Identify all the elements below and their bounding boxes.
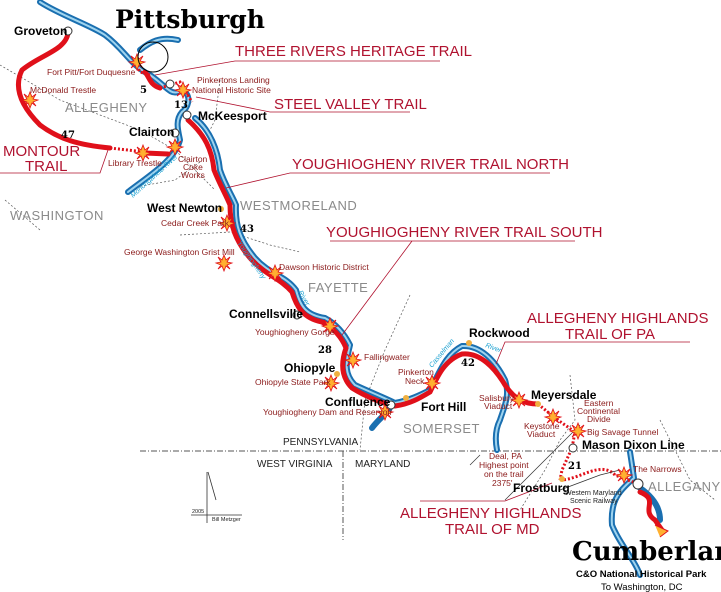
landmark-labels: Fort Pitt/Fort Duquesne McDonald Trestle… bbox=[30, 67, 682, 505]
landmark-library-trestle: Library Trestle bbox=[108, 158, 162, 168]
county-fayette: FAYETTE bbox=[308, 280, 368, 295]
mason-dixon-line-label: Mason Dixon Line bbox=[582, 438, 685, 452]
trail-yough-north: YOUGHIOGHENY RIVER TRAIL NORTH bbox=[292, 156, 569, 173]
cumberland-arrow bbox=[654, 524, 669, 538]
town-clairton: Clairton bbox=[129, 125, 174, 139]
town-confluence: Confluence bbox=[325, 395, 391, 409]
landmark-gorge: Youghiogheny Gorge bbox=[255, 327, 335, 337]
landmark-keystone-1: Keystone bbox=[524, 421, 560, 431]
compass-mark bbox=[191, 471, 242, 523]
state-west-virginia: WEST VIRGINIA bbox=[257, 459, 333, 470]
county-line bbox=[129, 79, 221, 189]
landmark-fallingwater: Fallingwater bbox=[364, 352, 410, 362]
town-ohiopyle: Ohiopyle bbox=[284, 361, 336, 375]
landmark-divide-3: Divide bbox=[587, 414, 611, 424]
river-youghiogheny: Youghiogheny bbox=[235, 240, 266, 281]
county-somerset: SOMERSET bbox=[403, 421, 480, 436]
railway-label-1: Western Maryland bbox=[565, 490, 622, 497]
main-trail-route bbox=[185, 117, 541, 409]
landmark-big-savage: Big Savage Tunnel bbox=[587, 427, 658, 437]
town-rockwood: Rockwood bbox=[469, 326, 530, 340]
landmark-divide-2: Continental bbox=[577, 406, 620, 416]
to-washington-label: To Washington, DC bbox=[601, 582, 683, 592]
mile-marker: 42 bbox=[461, 358, 475, 369]
landmark-grist-mill: George Washington Grist Mill bbox=[124, 247, 235, 257]
town-frostburg: Frostburg bbox=[513, 481, 570, 495]
co-park-label: C&O National Historical Park bbox=[576, 569, 707, 580]
county-washington: WASHINGTON bbox=[10, 208, 104, 223]
landmark-pinkerton-neck-2: Neck bbox=[405, 376, 425, 386]
landmark-deal-4: 2375' bbox=[492, 478, 513, 488]
town-labels: Groveton Clairton McKeesport West Newton… bbox=[14, 24, 685, 495]
cumberland-title: Cumberland bbox=[572, 537, 721, 567]
trail-yough-south: YOUGHIOGHENY RIVER TRAIL SOUTH bbox=[326, 224, 602, 241]
mile-marker: 21 bbox=[568, 461, 582, 472]
town-mckeesport: McKeesport bbox=[198, 109, 267, 123]
credit-author: Bill Metzger bbox=[212, 517, 241, 523]
mile-marker: 5 bbox=[140, 85, 147, 96]
trail-steel-valley: STEEL VALLEY TRAIL bbox=[274, 96, 427, 113]
trail-ah-md-line1: ALLEGHENY HIGHLANDS bbox=[400, 505, 581, 522]
county-allegheny: ALLEGHENY bbox=[65, 100, 148, 115]
landmark-fort-pitt: Fort Pitt/Fort Duquesne bbox=[47, 67, 136, 77]
boundaries bbox=[0, 64, 721, 540]
town-west-newton: West Newton bbox=[147, 201, 222, 215]
rivers bbox=[37, 0, 663, 578]
railway-label-2: Scenic Railway bbox=[570, 498, 618, 505]
landmark-keystone-2: Viaduct bbox=[527, 429, 556, 439]
landmark-salisbury-1: Salisbury bbox=[479, 393, 515, 403]
mile-marker: 13 bbox=[174, 100, 188, 111]
landmark-deal-3: on the trail bbox=[484, 469, 524, 479]
montour-trail-route bbox=[16, 30, 113, 151]
pittsburgh-title: Pittsburgh bbox=[115, 5, 265, 34]
town-groveton: Groveton bbox=[14, 24, 67, 38]
mile-marker: 47 bbox=[61, 130, 75, 141]
trail-ah-pa-line2: TRAIL OF PA bbox=[565, 326, 655, 343]
county-westmoreland: WESTMORELAND bbox=[240, 198, 357, 213]
trail-ah-pa-line1: ALLEGHENY HIGHLANDS bbox=[527, 310, 708, 327]
landmark-mcdonald-trestle: McDonald Trestle bbox=[30, 85, 96, 95]
mile-marker: 28 bbox=[318, 345, 332, 356]
county-allegany: ALLEGANY bbox=[648, 479, 721, 494]
trail-ah-md-line2: TRAIL OF MD bbox=[445, 521, 540, 538]
trail-three-rivers: THREE RIVERS HERITAGE TRAIL bbox=[235, 43, 472, 60]
state-maryland: MARYLAND bbox=[355, 459, 410, 470]
landmark-dam: Youghiogheny Dam and Reservoir bbox=[263, 407, 392, 417]
credit-year: 2005 bbox=[192, 509, 204, 515]
mile-markers: 5 13 47 43 28 42 21 bbox=[61, 85, 582, 472]
landmark-coke-works-2: Coke bbox=[183, 162, 203, 172]
landmark-cedar-creek: Cedar Creek Park bbox=[161, 218, 230, 228]
railway-line bbox=[559, 469, 621, 491]
town-connellsville: Connellsville bbox=[229, 307, 303, 321]
landmark-narrows: The Narrows bbox=[633, 464, 682, 474]
landmark-divide-1: Eastern bbox=[584, 398, 614, 408]
mile-marker: 43 bbox=[240, 224, 254, 235]
landmark-coke-works-1: Clairton bbox=[178, 154, 208, 164]
region-labels: ALLEGHENY WASHINGTON WESTMORELAND FAYETT… bbox=[10, 100, 721, 494]
trail-montour-line1: MONTOUR bbox=[3, 143, 80, 160]
landmark-deal-2: Highest point bbox=[479, 460, 529, 470]
trail-names: THREE RIVERS HERITAGE TRAIL STEEL VALLEY… bbox=[3, 43, 708, 538]
state-pennsylvania: PENNSYLVANIA bbox=[283, 437, 359, 448]
landmark-ohiopyle-sp: Ohiopyle State Park bbox=[255, 377, 331, 387]
landmark-pinkertons-2: National Historic Site bbox=[192, 85, 271, 95]
pittsburgh-marker bbox=[137, 41, 169, 73]
leader-lines bbox=[0, 60, 690, 502]
county-line bbox=[179, 231, 301, 253]
county-line bbox=[519, 374, 716, 511]
landmark-pinkertons-1: Pinkertons Landing bbox=[197, 75, 270, 85]
landmark-coke-works-3: Works bbox=[181, 170, 205, 180]
landmark-pinkerton-neck-1: Pinkerton bbox=[398, 367, 434, 377]
landmark-deal-1: Deal, PA bbox=[489, 451, 522, 461]
trail-montour-line2: TRAIL bbox=[25, 158, 68, 175]
town-meyersdale: Meyersdale bbox=[531, 388, 597, 402]
credit: 2005 Bill Metzger bbox=[191, 471, 242, 523]
town-markers bbox=[63, 26, 644, 490]
landmark-salisbury-2: Viaduct bbox=[484, 401, 513, 411]
landmark-dawson: Dawson Historic District bbox=[279, 262, 369, 272]
town-fort-hill: Fort Hill bbox=[421, 400, 466, 414]
